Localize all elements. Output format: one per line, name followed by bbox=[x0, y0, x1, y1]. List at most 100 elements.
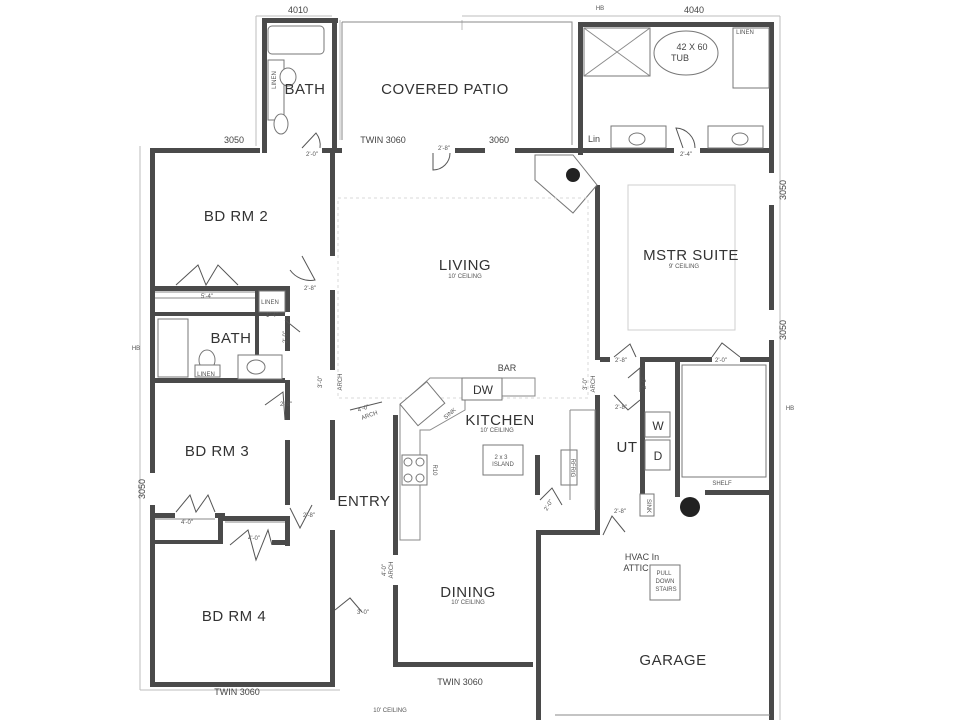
linen-bath-top: LINEN bbox=[272, 71, 278, 89]
door-mstr-bath: 2'-4" bbox=[680, 152, 692, 158]
door-mstr-2: 2'-0" bbox=[715, 358, 727, 364]
window-3050-left: 3050 bbox=[137, 479, 147, 499]
island-size: 2 x 3 bbox=[494, 455, 508, 461]
hb-left: HB bbox=[132, 346, 140, 352]
refrigerator bbox=[560, 449, 578, 486]
window-labels: 4010 4040 3050 TWIN 3060 3060 3050 3050 … bbox=[137, 5, 788, 697]
bar-label: BAR bbox=[498, 363, 517, 373]
room-entry: ENTRY bbox=[337, 493, 390, 510]
living-ceiling: 10' CEILING bbox=[448, 274, 482, 280]
room-bath-top: BATH bbox=[285, 81, 326, 98]
fixtures bbox=[155, 21, 770, 716]
door-ut-a: 2'-0" bbox=[642, 377, 648, 389]
kitchen-sink bbox=[399, 381, 446, 427]
washer bbox=[644, 411, 671, 438]
dryer-label: D bbox=[654, 449, 663, 463]
walls bbox=[150, 18, 774, 720]
range-label: R10 bbox=[431, 464, 437, 476]
dishwasher bbox=[461, 377, 503, 401]
linen-mstr: LINEN bbox=[736, 30, 754, 36]
window-twin3060-bd4: TWIN 3060 bbox=[214, 687, 260, 697]
arch-entry-label: ARCH bbox=[361, 410, 379, 421]
room-kitchen: KITCHEN bbox=[465, 412, 534, 429]
window-3060-top: 3060 bbox=[489, 135, 509, 145]
arch-dining-label: ARCH bbox=[389, 561, 395, 578]
room-labels: BATH COVERED PATIO BD RM 2 LIVING 10' CE… bbox=[185, 81, 739, 714]
ut-sink-label: SINK bbox=[645, 499, 651, 513]
door-bd3-closet: 4'-0" bbox=[181, 520, 193, 526]
door-mstr-1: 2'-8" bbox=[615, 358, 627, 364]
window-3050-right1: 3050 bbox=[778, 180, 788, 200]
door-garage: 2'-8" bbox=[614, 509, 626, 515]
sink-label: SINK bbox=[443, 407, 458, 421]
arch-living-dim: 3'-0" bbox=[318, 376, 324, 388]
tub-word: TUB bbox=[671, 53, 689, 63]
pull-down-3: STAIRS bbox=[655, 587, 676, 593]
hose-bib-labels: HB HB HB bbox=[132, 6, 794, 412]
pull-down-2: DOWN bbox=[656, 579, 675, 585]
room-mstr-suite: MSTR SUITE bbox=[643, 247, 739, 264]
door-labels: 2'-0" 2'-8" 2'-4" 5'-4" 2'-8" 1'-4" 2'-0… bbox=[181, 146, 727, 616]
tub bbox=[653, 30, 719, 76]
hvac-line1: HVAC In bbox=[625, 552, 659, 562]
water-heater bbox=[680, 497, 700, 517]
pull-down-1: PULL bbox=[656, 571, 672, 577]
door-pantry: 2'-0" bbox=[544, 499, 555, 512]
arch-dining-dim: 4'-0" bbox=[382, 564, 388, 576]
door-front: 3'-0" bbox=[357, 610, 369, 616]
tub-size: 42 X 60 bbox=[676, 42, 707, 52]
window-3050-right2: 3050 bbox=[778, 320, 788, 340]
ceiling-bottom: 10' CEILING bbox=[373, 708, 407, 714]
room-bdrm3: BD RM 3 bbox=[185, 443, 249, 460]
hb-right: HB bbox=[786, 406, 794, 412]
exterior-outline bbox=[139, 15, 781, 720]
shelf-label: SHELF bbox=[712, 481, 732, 487]
mstr-ceiling: 9' CEILING bbox=[669, 264, 699, 270]
room-dining: DINING bbox=[440, 584, 496, 601]
door-patio: 2'-8" bbox=[438, 146, 450, 152]
island-word: ISLAND bbox=[492, 462, 514, 468]
ut-sink bbox=[639, 493, 655, 517]
dining-ceiling: 10' CEILING bbox=[451, 600, 485, 606]
linen-shelf bbox=[267, 59, 285, 121]
sink bbox=[273, 113, 289, 135]
window-3050-top: 3050 bbox=[224, 135, 244, 145]
dishwasher-label: DW bbox=[473, 383, 494, 397]
hvac-line2: ATTIC bbox=[623, 563, 649, 573]
garage-shelf bbox=[681, 364, 767, 478]
door-bd2: 2'-8" bbox=[304, 286, 316, 292]
bathtub bbox=[267, 25, 325, 55]
door-bath-hall: 2'-0" bbox=[283, 331, 289, 343]
door-bd4: 2'-8" bbox=[303, 513, 315, 519]
door-swings bbox=[175, 127, 741, 613]
door-ut-b: 2'-8" bbox=[615, 405, 627, 411]
linen-shelf-mstr bbox=[732, 27, 770, 89]
door-bd2-closet: 5'-4" bbox=[201, 294, 213, 300]
hb-top: HB bbox=[596, 6, 604, 12]
room-bdrm4: BD RM 4 bbox=[202, 608, 266, 625]
refrig-label: RFRIG bbox=[569, 459, 575, 478]
fireplace bbox=[534, 154, 598, 214]
room-ut: UT bbox=[617, 439, 638, 456]
arch-living-label: ARCH bbox=[338, 373, 344, 390]
window-twin3060-dining: TWIN 3060 bbox=[437, 677, 483, 687]
room-living: LIVING bbox=[439, 257, 491, 274]
door-bd3: 2'-8" bbox=[280, 402, 292, 408]
fireplace-flue bbox=[566, 168, 580, 182]
door-bath-top: 2'-0" bbox=[306, 152, 318, 158]
hall-tub bbox=[157, 318, 189, 378]
linen-hall: LINEN bbox=[261, 300, 279, 306]
room-garage: GARAGE bbox=[639, 652, 706, 669]
arch-entry-dim: 4'-0" bbox=[357, 404, 370, 414]
toilet bbox=[279, 67, 297, 87]
kitchen-ceiling: 10' CEILING bbox=[480, 428, 514, 434]
door-bd4-closet: 4'-0" bbox=[248, 536, 260, 542]
island bbox=[482, 444, 524, 476]
room-bdrm2: BD RM 2 bbox=[204, 208, 268, 225]
room-covered-patio: COVERED PATIO bbox=[381, 81, 509, 98]
washer-label: W bbox=[652, 419, 664, 433]
fixture-labels: LINEN LINEN Lin 42 X 60 TUB LINEN LINEN … bbox=[197, 30, 754, 593]
lin-mstr: Lin bbox=[588, 134, 600, 144]
window-4040: 4040 bbox=[684, 5, 704, 15]
